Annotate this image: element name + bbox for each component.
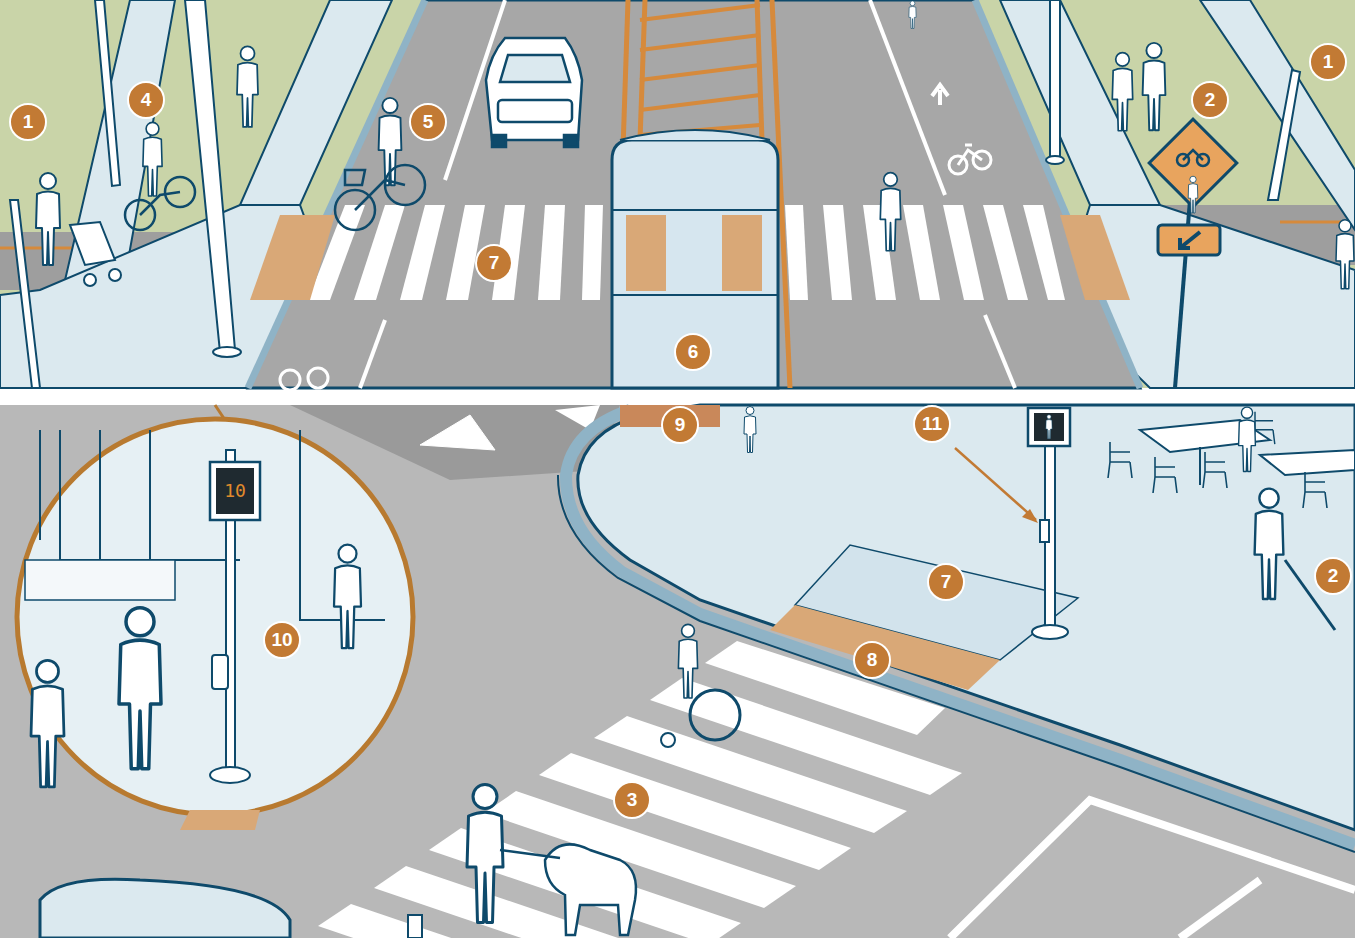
callout-number: 4 [127, 81, 165, 119]
bicycle [335, 165, 425, 230]
push-button [1040, 520, 1049, 542]
grass [0, 0, 1355, 388]
cafe-seating [1108, 407, 1355, 508]
car [486, 38, 582, 147]
callout-number: 7 [927, 563, 965, 601]
median-refuge [612, 140, 778, 388]
tactile-warning [250, 215, 335, 300]
sidewalk [1200, 0, 1355, 230]
curb [248, 0, 425, 388]
callout-number: 2 [1191, 81, 1229, 119]
top-panel [0, 0, 1355, 390]
pedestrians [467, 407, 1335, 936]
stroller [70, 222, 121, 286]
signal-pole [955, 408, 1070, 639]
median-nose [40, 879, 290, 938]
stop-lines [950, 800, 1355, 938]
bollard [408, 915, 422, 938]
callout-number: 3 [613, 781, 651, 819]
roadway [0, 405, 1355, 938]
wheelchair-user [661, 624, 740, 747]
countdown-digits: 10 [222, 481, 248, 501]
tactile-warning [1060, 215, 1130, 300]
leader-line [955, 448, 1036, 520]
callout-number: 11 [913, 405, 951, 443]
warning-sign [1149, 119, 1237, 388]
pedestrians [36, 1, 1354, 289]
push-button [212, 655, 228, 689]
yield-marking [420, 415, 495, 450]
curb [566, 410, 1355, 845]
callout-number: 10 [263, 621, 301, 659]
roadway [248, 0, 1140, 388]
lane-arrow [932, 85, 948, 105]
callout-number: 1 [9, 103, 47, 141]
callout-number: 7 [475, 244, 513, 282]
bottom-panel [0, 405, 1355, 938]
callout-number: 9 [661, 406, 699, 444]
guide-dog-user [467, 785, 636, 936]
callout-number: 8 [853, 641, 891, 679]
callout-number: 2 [1314, 557, 1352, 595]
callout-number: 6 [674, 333, 712, 371]
callout-number: 5 [409, 103, 447, 141]
tactile-warning [626, 215, 666, 291]
callout-number: 1 [1309, 43, 1347, 81]
lamp-posts [10, 0, 1300, 388]
inset-detail [17, 405, 413, 830]
curb [975, 0, 1140, 388]
crosswalk [318, 641, 962, 938]
bicycle [125, 177, 195, 230]
tactile-warning [722, 215, 762, 291]
